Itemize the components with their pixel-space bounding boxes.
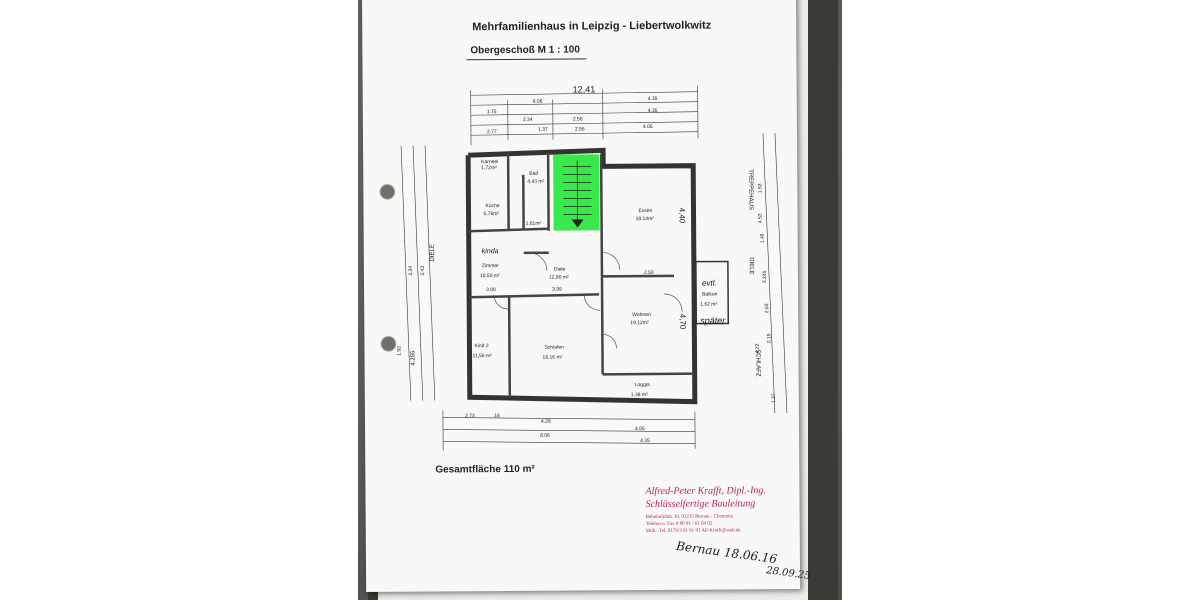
outer-walls bbox=[465, 147, 698, 405]
dim-bottom-4: 8.06 bbox=[540, 433, 550, 439]
dim-top-2: 4.35 bbox=[648, 96, 658, 102]
balkon-outline bbox=[695, 260, 730, 325]
room-balkon-area: 1,62 m² bbox=[700, 302, 717, 308]
dim-top-3: 1.75 bbox=[487, 109, 497, 115]
floor-plan-drawing: 12,41 8.06 4.35 1.75 2.34 2.56 4.35 2.77… bbox=[396, 84, 788, 451]
room-wohnen-name: Wohnen bbox=[632, 312, 651, 318]
dim-top-total: 12,41 bbox=[573, 84, 596, 94]
door-arcs bbox=[493, 251, 683, 349]
hw-diele: DIELE bbox=[748, 257, 754, 274]
hw-evtl: evtl. bbox=[702, 279, 717, 288]
dim-left-0: 3.43 bbox=[420, 266, 426, 276]
dim-left-2: 1.92 bbox=[396, 346, 402, 356]
dim-inner-0: 2.50 bbox=[644, 270, 654, 276]
dim-bottom-0: 2.73 bbox=[465, 413, 475, 419]
room-essen-area: 18,14m² bbox=[636, 216, 655, 222]
dim-top-8: 1.37 bbox=[538, 127, 548, 133]
room-schlafen-area: 18,16 m² bbox=[543, 355, 563, 361]
room-diele-name: Diele bbox=[554, 267, 566, 273]
room-balkon-name: Balkon bbox=[702, 292, 718, 298]
floor-plan-sheet: Mehrfamilienhaus in Leipzig - Liebertwol… bbox=[362, 0, 811, 592]
room-kueche-name: Küche bbox=[485, 203, 499, 209]
bottom-dimension-lines bbox=[442, 410, 696, 451]
dim-right-4: 2.83 bbox=[764, 303, 770, 313]
room-flur-area: 1,61m² bbox=[526, 221, 542, 227]
hw-kinda: kinda bbox=[482, 248, 499, 255]
hw-treppe: TREPPEHAUS bbox=[747, 169, 753, 210]
dim-top-6: 4.35 bbox=[648, 108, 658, 114]
dim-top-5: 2.56 bbox=[573, 116, 583, 122]
dim-right-0: 1.53 bbox=[757, 183, 763, 193]
dim-top-4: 2.34 bbox=[523, 117, 533, 123]
stair-steps bbox=[563, 160, 592, 225]
room-kind2-area: 11,56 m² bbox=[472, 353, 492, 359]
room-karnevel-area: 1,72m² bbox=[481, 165, 497, 171]
dim-right-2: 1.48 bbox=[760, 233, 766, 243]
stamp-name: Alfred-Peter Krafft, Dipl.-Ing. bbox=[645, 485, 766, 498]
dim-right-3: 3.245 bbox=[762, 270, 768, 283]
dim-right-5: 2.19 bbox=[766, 333, 772, 343]
dim-top-7: 2.77 bbox=[487, 129, 497, 135]
dim-top-10: 4.05 bbox=[643, 124, 653, 130]
dim-right-7: 1.37 bbox=[771, 393, 777, 403]
architect-stamp: Alfred-Peter Krafft, Dipl.-Ing. Schlüsse… bbox=[645, 485, 805, 535]
signature-place-date: Bernau 18.06.16 bbox=[675, 538, 778, 567]
room-schlafen-name: Schlafen bbox=[544, 345, 564, 351]
room-diele-area: 12,80 m² bbox=[549, 275, 569, 281]
hw-diele-left: DIELE bbox=[430, 244, 436, 261]
dim-inner-1: 3.99 bbox=[552, 287, 562, 293]
dim-top-9: 2.56 bbox=[575, 126, 585, 132]
dim-top-1: 8.06 bbox=[533, 99, 543, 105]
total-area: Gesamtfläche 110 m² bbox=[435, 463, 535, 476]
dim-left-3: 4.255 bbox=[410, 350, 416, 366]
dim-left-1: 3.34 bbox=[408, 266, 414, 276]
room-bad-area: 4,43 m² bbox=[527, 179, 544, 185]
stamp-line3: Mob.: Tel. 0179/3 91 91 91 AP-Krafft@web… bbox=[645, 528, 741, 535]
dim-right-6: 4.22 bbox=[754, 343, 760, 353]
dim-inner-3: 4,40 bbox=[677, 208, 686, 224]
room-kind2-name: Kind 2 bbox=[474, 343, 488, 349]
photo-background: Mehrfamilienhaus in Leipzig - Liebertwol… bbox=[358, 0, 842, 600]
room-essen-name: Essen bbox=[638, 208, 652, 214]
dim-bottom-3: 4.05 bbox=[635, 426, 645, 432]
dim-inner-4: 4,70 bbox=[678, 314, 687, 330]
top-dimension-lines bbox=[470, 85, 699, 146]
hw-spaeter: später bbox=[700, 315, 726, 325]
left-dimension-lines bbox=[400, 145, 436, 401]
room-karnevel-name: Karneel bbox=[481, 159, 498, 165]
dim-bottom-2: 4.29 bbox=[541, 419, 551, 425]
room-zimmer-name: Zimmer bbox=[482, 263, 499, 269]
hw-schlafz: SCHLAFZ bbox=[754, 349, 760, 377]
room-loggia-area: 1,38 m² bbox=[631, 392, 648, 398]
room-zimmer-area: 10,50 m² bbox=[480, 273, 500, 279]
room-wohnen-area: 19,12m² bbox=[630, 320, 649, 326]
dim-inner-2: 3.00 bbox=[486, 287, 496, 293]
inner-walls bbox=[468, 152, 695, 397]
dim-right-1: 4.53 bbox=[758, 213, 764, 223]
dim-bottom-5: 4.35 bbox=[640, 438, 650, 444]
dim-bottom-1: .16 bbox=[493, 413, 500, 419]
stair-arrow bbox=[571, 219, 584, 228]
stamp-firm: Schlüsselfertige Bauleitung bbox=[645, 498, 756, 511]
room-bad-name: Bad bbox=[529, 171, 538, 177]
staircase-highlight bbox=[553, 154, 600, 231]
room-kueche-area: 5,76m² bbox=[484, 211, 500, 217]
right-dimension-lines bbox=[762, 133, 788, 414]
room-loggia-name: Loggia bbox=[635, 382, 650, 388]
